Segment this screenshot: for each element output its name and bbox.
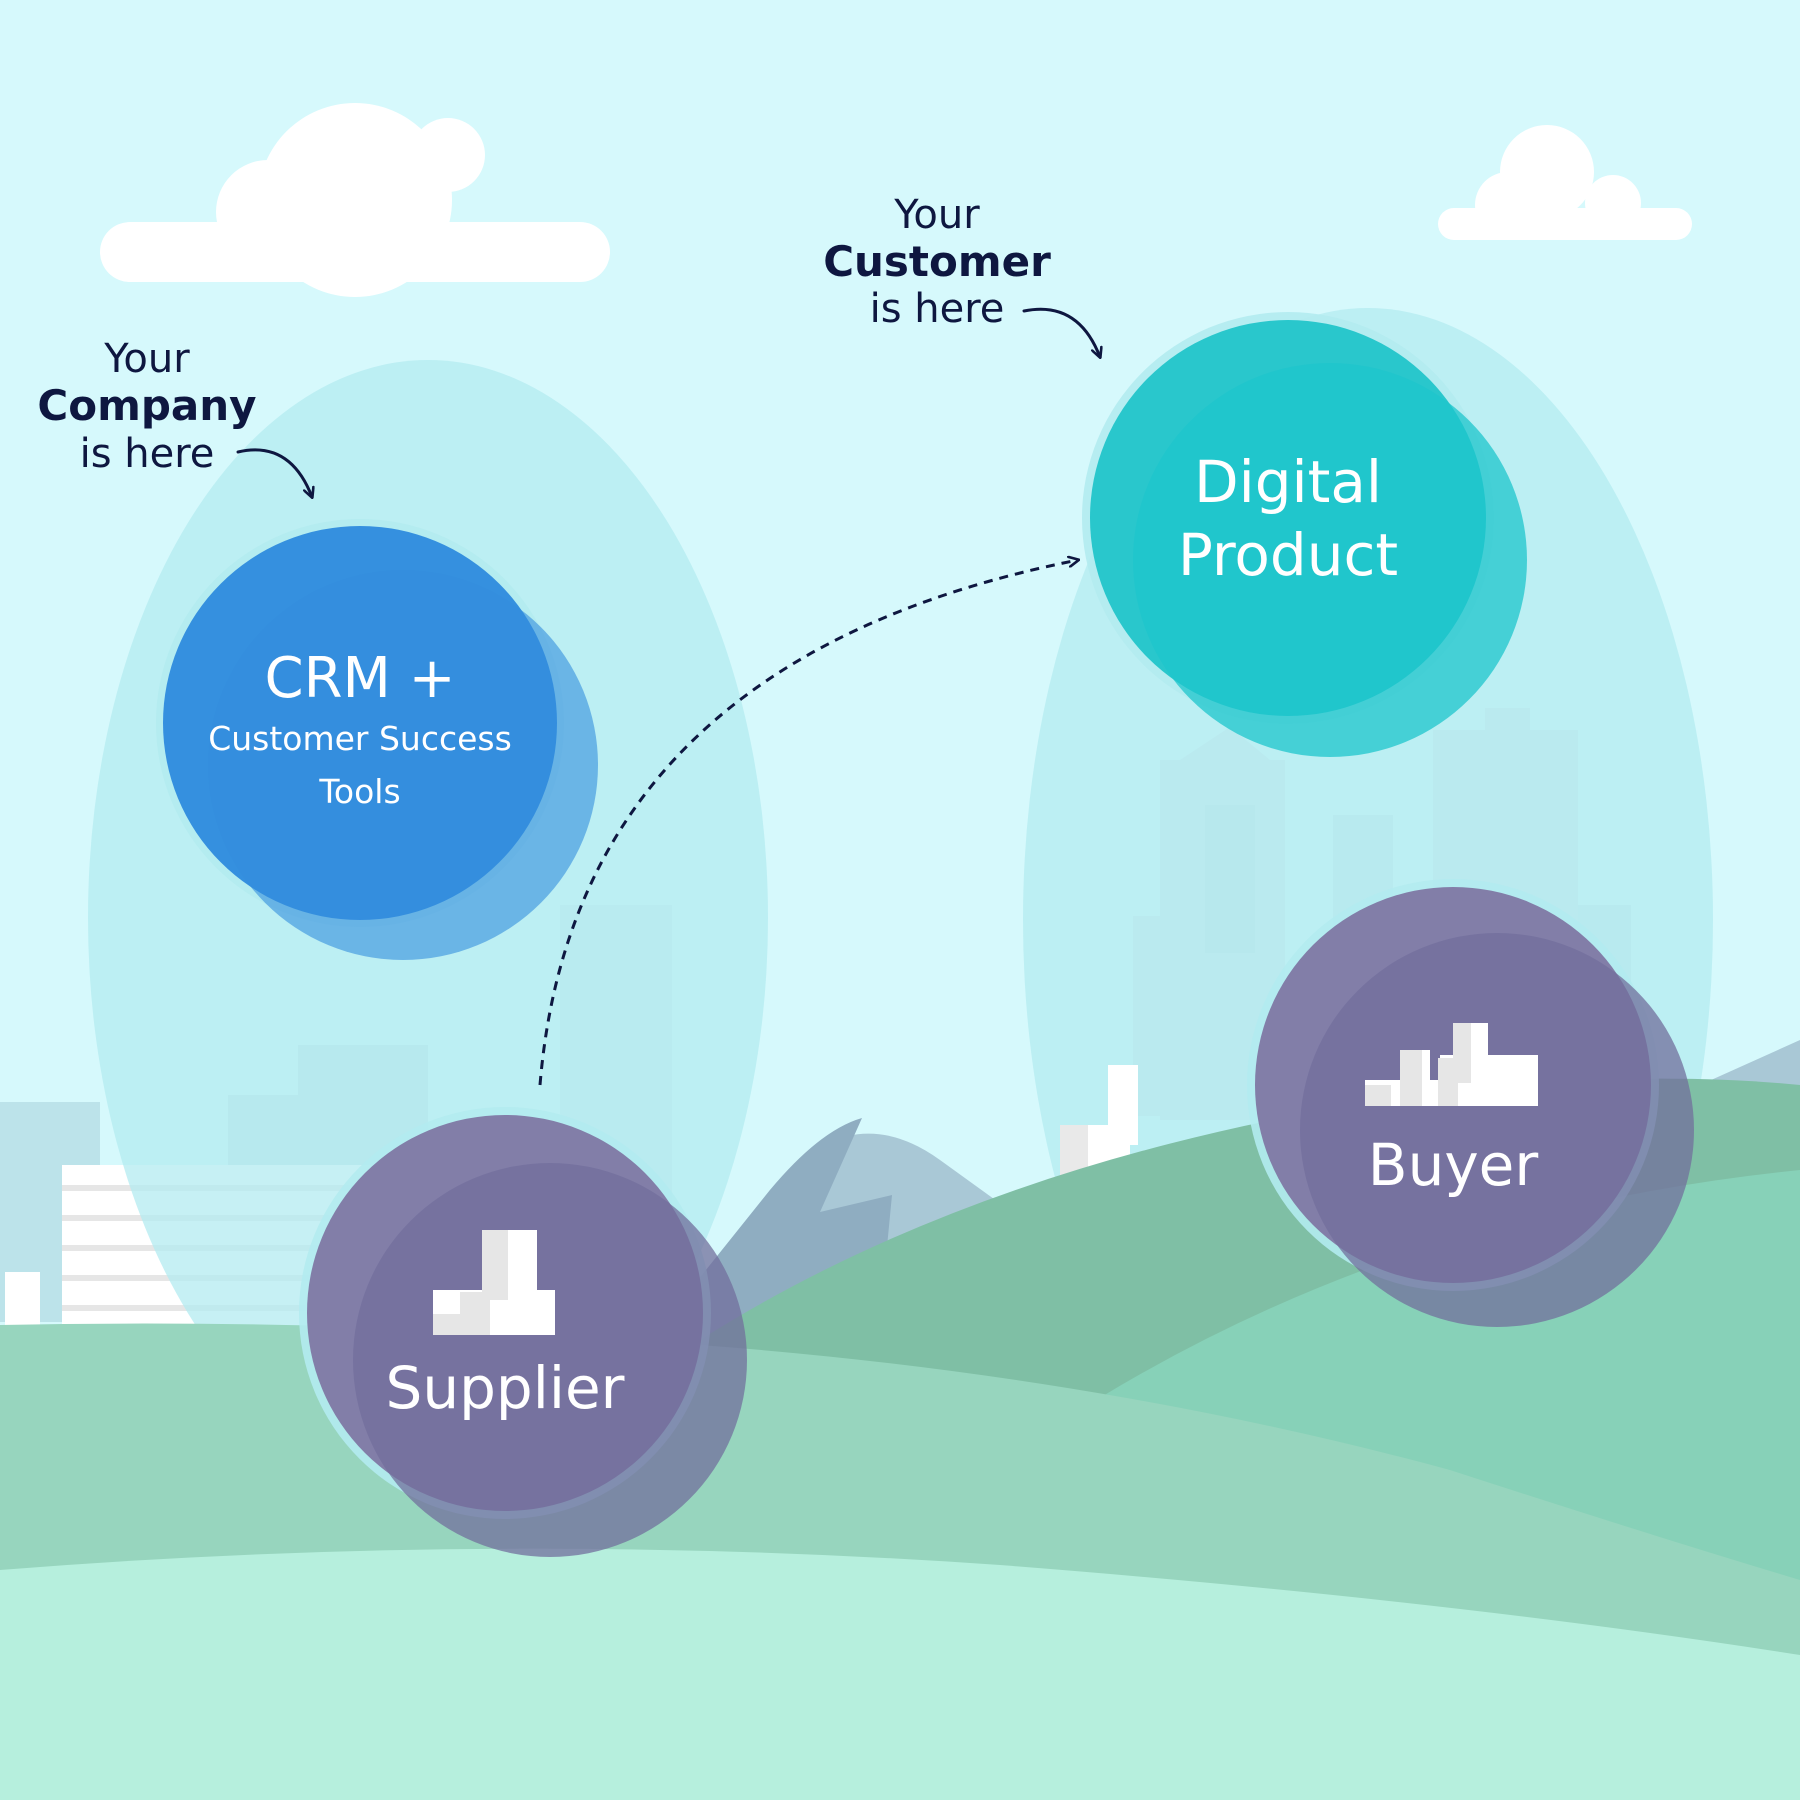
company-annotation-line2: Company <box>37 381 256 430</box>
factory-icon <box>433 1230 555 1335</box>
supplier-label: Supplier <box>386 1354 625 1422</box>
supplier-node[interactable]: Supplier <box>299 1107 747 1557</box>
company-pointer-arrow <box>236 448 312 497</box>
crm-node-title: CRM + <box>264 646 455 711</box>
crm-node-line3: Tools <box>318 772 400 811</box>
crm-node-line2: Customer Success <box>208 719 512 758</box>
company-annotation-line1: Your <box>103 336 190 382</box>
cloud-left <box>100 103 610 297</box>
company-annotation-line3: is here <box>80 431 215 477</box>
factory-icon <box>1365 1023 1538 1106</box>
cloud-right <box>1438 125 1692 240</box>
customer-annotation: Your Customer is here <box>823 192 1100 357</box>
digital-product-line1: Digital <box>1194 448 1382 516</box>
crm-node[interactable]: CRM + Customer Success Tools <box>156 519 598 960</box>
customer-annotation-line3: is here <box>870 286 1005 332</box>
buyer-label: Buyer <box>1368 1131 1539 1199</box>
hill-front <box>0 1548 1800 1800</box>
digital-product-line2: Product <box>1178 521 1398 589</box>
digital-product-node[interactable]: Digital Product <box>1082 312 1527 757</box>
buyer-node[interactable]: Buyer <box>1247 879 1694 1327</box>
company-annotation: Your Company is here <box>37 336 312 497</box>
customer-annotation-line2: Customer <box>823 237 1051 286</box>
customer-annotation-line1: Your <box>893 192 980 238</box>
customer-pointer-arrow <box>1022 307 1100 357</box>
flow-arrow <box>538 560 1078 1086</box>
